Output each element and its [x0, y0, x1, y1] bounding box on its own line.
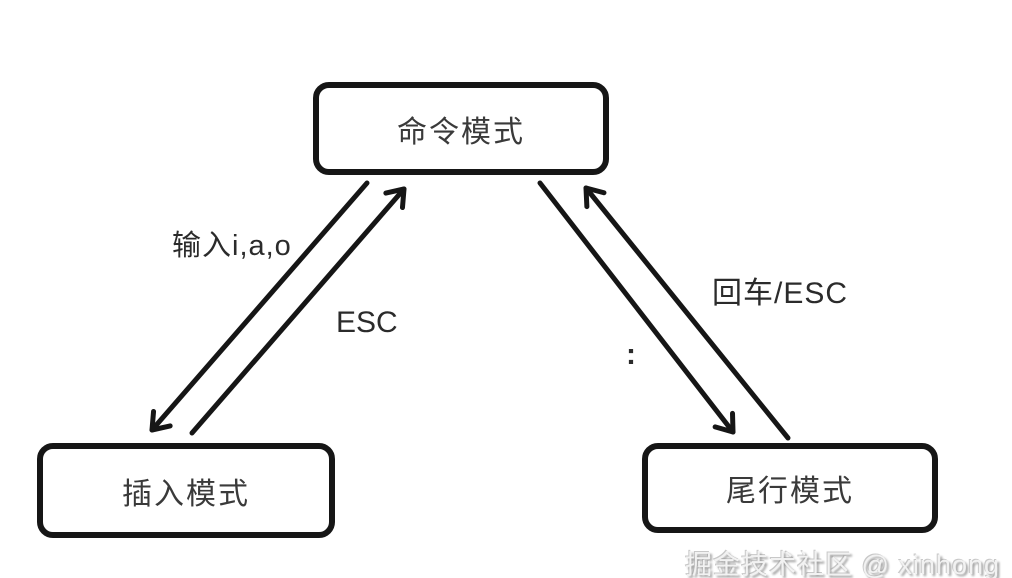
node-lastline-mode-label: 尾行模式: [726, 475, 854, 508]
edge-label-command-to-insert: 输入i,a,o: [172, 230, 292, 262]
node-lastline-mode: 尾行模式: [642, 443, 938, 533]
arrow-command-to-insert: [149, 180, 370, 433]
arrow-lastline-to-command: [583, 185, 791, 441]
arrow-insert-to-command: [189, 186, 407, 436]
node-insert-mode: 插入模式: [37, 443, 335, 538]
edge-label-lastline-to-command: 回车/ESC: [712, 277, 849, 310]
arrow-command-to-lastline: [537, 180, 736, 435]
edge-label-command-to-lastline: :: [626, 338, 636, 371]
node-command-mode-label: 命令模式: [397, 115, 525, 149]
edge-label-insert-to-command: ESC: [336, 306, 398, 339]
watermark-text: 掘金技术社区 @ xinhong: [685, 550, 1000, 578]
node-insert-mode-label: 插入模式: [122, 477, 250, 511]
node-command-mode: 命令模式: [313, 82, 609, 175]
